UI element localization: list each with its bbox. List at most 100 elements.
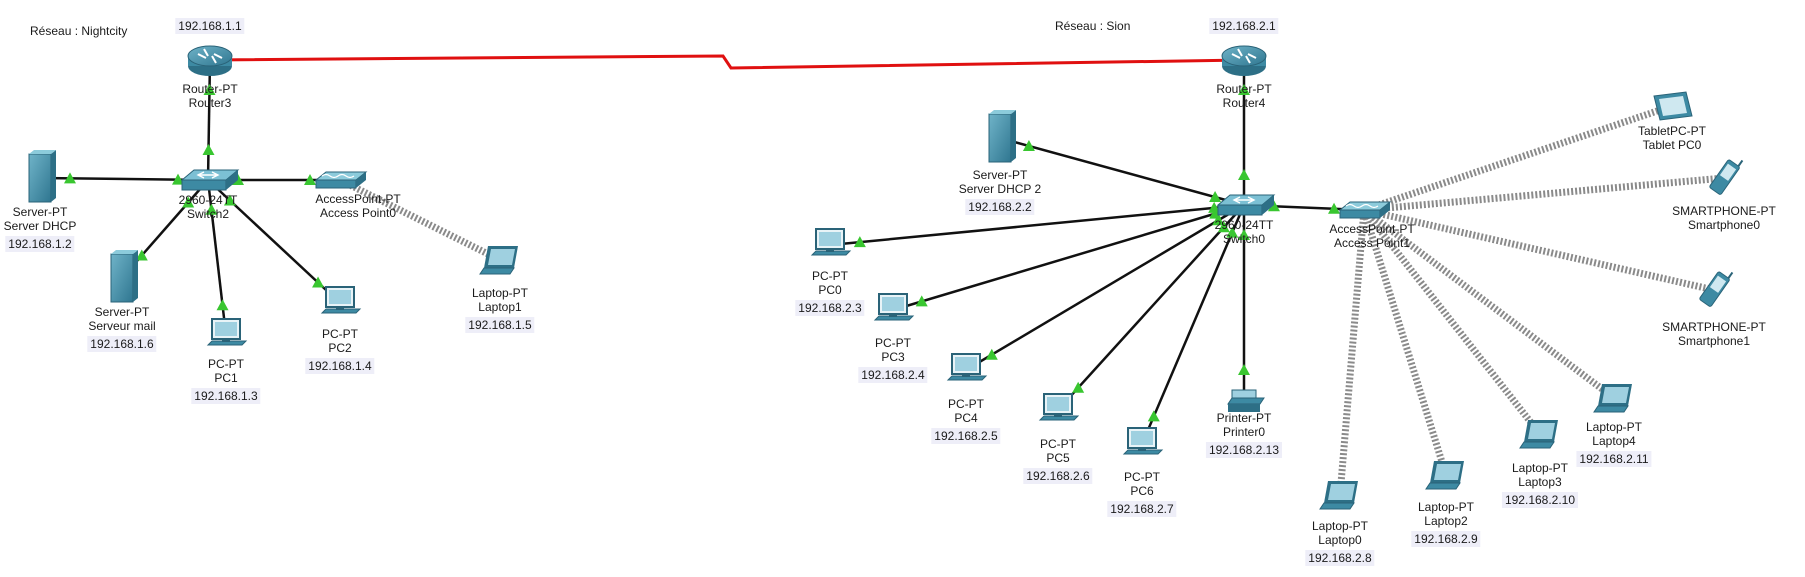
device-name-label: Tablet PC0 [1642,138,1702,152]
device-ip-address: 192.168.2.11 [1576,451,1652,467]
port-status-indicator [216,299,229,311]
device-ip-address: 192.168.2.3 [795,300,865,316]
port-status-indicator [1147,410,1160,422]
server-icon[interactable] [110,250,138,303]
device-ip-address: 192.168.2.1 [1209,18,1279,34]
device-type-label: PC-PT [948,397,984,411]
wireless-link[interactable] [1336,209,1368,496]
pc-icon[interactable] [206,318,248,346]
device-ip-address: 192.168.2.4 [858,367,928,383]
device-name-label: Printer0 [1222,425,1266,439]
printer-icon[interactable] [1227,389,1265,412]
pc-icon[interactable] [320,286,362,314]
device-type-label: Router-PT [1216,82,1272,96]
port-status-indicator [1238,84,1250,95]
laptop-icon[interactable] [1425,461,1464,490]
wireless-link[interactable] [1362,102,1674,214]
device-type-label: SMARTPHONE-PT [1662,320,1766,334]
device-type-label: PC-PT [208,357,244,371]
access-point-icon[interactable] [1338,201,1392,219]
port-status-indicator [1072,381,1085,393]
ethernet-link[interactable] [1140,204,1246,445]
device-type-label: 2960-24TT [1214,218,1274,232]
device-ip-address: 192.168.2.7 [1107,501,1177,517]
device-name-label: PC1 [214,371,238,385]
device-type-label: Laptop-PT [1417,500,1475,514]
device-type-label: Server-PT [94,305,150,319]
network-label-nightcity: Réseau : Nightcity [30,24,128,38]
device-name-label: Laptop0 [1318,533,1362,547]
wireless-link[interactable] [1363,174,1725,214]
device-ip-address: 192.168.1.4 [305,358,375,374]
device-type-label: PC-PT [812,269,848,283]
device-name-label: PC3 [881,350,905,364]
port-status-indicator [202,144,215,156]
port-status-indicator [985,348,998,360]
device-name-label: Server DHCP [3,219,77,233]
device-ip-address: 192.168.1.2 [5,236,75,252]
port-status-indicator [1209,191,1222,203]
pc-icon[interactable] [810,228,852,256]
access-point-icon[interactable] [314,171,368,189]
ethernet-link[interactable] [1057,204,1245,411]
device-ip-address: 192.168.2.13 [1205,442,1283,458]
server-icon[interactable] [28,150,56,203]
device-name-label: Serveur mail [88,319,156,333]
ethernet-link[interactable] [829,203,1245,247]
device-name-label: Laptop3 [1518,475,1562,489]
device-ip-address: 192.168.2.8 [1305,550,1375,566]
server-icon[interactable] [988,110,1016,163]
device-type-label: PC-PT [1040,437,1076,451]
laptop-icon[interactable] [479,246,518,275]
device-type-label: Printer-PT [1216,411,1272,425]
device-type-label: SMARTPHONE-PT [1672,204,1776,218]
device-name-label: PC0 [818,283,842,297]
ethernet-link[interactable] [999,136,1245,207]
laptop-icon[interactable] [1519,420,1558,449]
device-type-label: AccessPoint-PT [1329,222,1415,236]
device-name-label: Switch0 [1222,232,1266,246]
smartphone-icon[interactable] [1699,266,1734,308]
port-status-indicator [1328,202,1341,214]
switch-icon[interactable] [1216,194,1276,216]
router-icon[interactable] [187,45,233,76]
laptop-icon[interactable] [1319,481,1358,510]
device-ip-address: 192.168.2.9 [1411,531,1481,547]
ethernet-link[interactable] [965,203,1245,372]
device-name-label: Access Point1 [1333,236,1411,250]
device-type-label: PC-PT [322,327,358,341]
device-type-label: Laptop-PT [471,286,529,300]
port-status-indicator [1238,169,1250,180]
device-type-label: Laptop-PT [1311,519,1369,533]
port-status-indicator [915,295,928,307]
device-name-label: Laptop1 [478,300,522,314]
device-name-label: PC4 [954,411,978,425]
device-name-label: Laptop4 [1592,434,1636,448]
device-name-label: Switch2 [186,207,230,221]
wireless-link[interactable] [1361,207,1617,401]
wan-serial-link[interactable] [209,54,1245,70]
router-icon[interactable] [1221,45,1267,76]
smartphone-icon[interactable] [1709,154,1744,196]
device-name-label: Router4 [1222,96,1266,110]
wireless-link[interactable] [1361,207,1543,437]
pc-icon[interactable] [1038,393,1080,421]
wireless-link[interactable] [338,176,502,264]
device-type-label: Laptop-PT [1585,420,1643,434]
device-type-label: Server-PT [972,168,1028,182]
pc-icon[interactable] [873,293,915,321]
port-status-indicator [304,174,316,185]
device-name-label: Smartphone0 [1687,218,1761,232]
laptop-icon[interactable] [1593,384,1632,413]
pc-icon[interactable] [1122,427,1164,455]
device-ip-address: 192.168.1.6 [87,336,157,352]
pc-icon[interactable] [946,353,988,381]
port-status-indicator [1238,229,1250,240]
device-ip-address: 192.168.2.6 [1023,468,1093,484]
ethernet-link[interactable] [892,203,1245,312]
switch-icon[interactable] [180,169,240,191]
tablet-icon[interactable] [1653,91,1693,121]
port-status-indicator [1212,214,1225,226]
ethernet-link[interactable] [206,59,212,181]
